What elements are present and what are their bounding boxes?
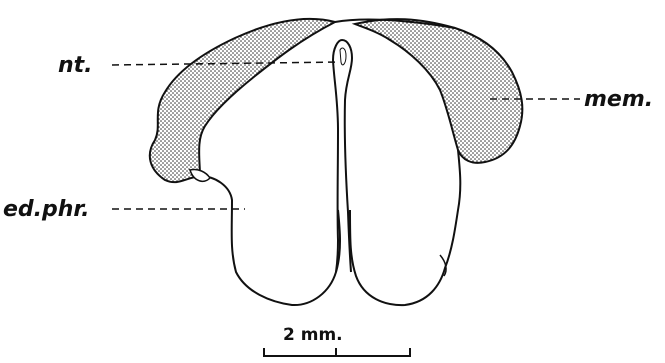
scale-bar: 2 mm. [264, 325, 410, 356]
neural-tube-lumen [340, 48, 346, 65]
neural-tube-outline [333, 40, 352, 272]
scale-bar-label: 2 mm. [283, 325, 343, 345]
neural-tube [333, 40, 352, 272]
membrane-right [355, 19, 522, 163]
label-mem: mem. [584, 87, 653, 112]
label-nt: nt. [58, 53, 93, 78]
membrane-left [150, 19, 335, 182]
left-lip [190, 169, 210, 181]
scale-bar-line [264, 348, 410, 356]
label-ed-phr: ed.phr. [3, 197, 90, 222]
